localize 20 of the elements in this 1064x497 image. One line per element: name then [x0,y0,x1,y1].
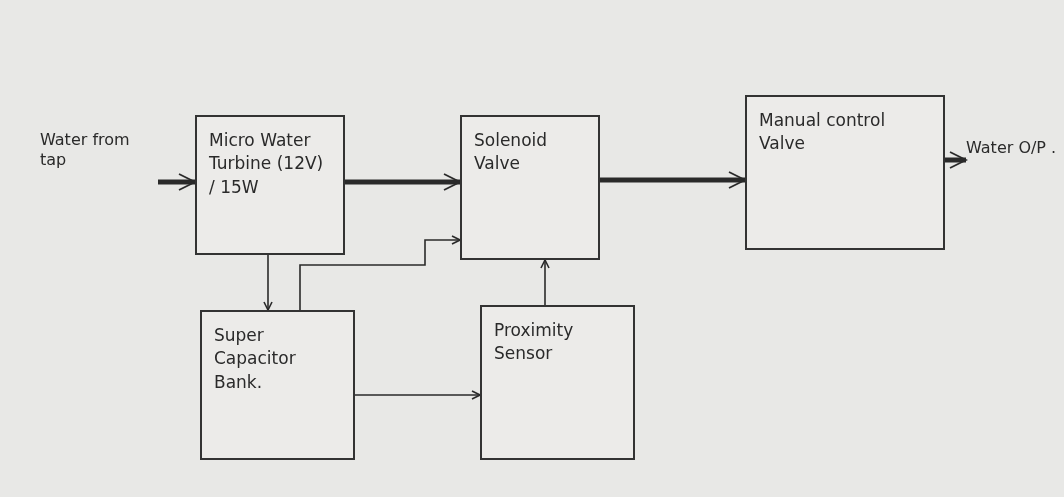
arrow [299,235,461,311]
block-label: Water from tap [40,130,131,170]
arrow [263,254,273,311]
block-label: Solenoid Valve [474,129,549,176]
block-box [745,95,945,250]
arrow [540,259,550,306]
block-label: Water O/P . [966,138,1057,158]
arrow [354,390,481,400]
block-label: Micro Water Turbine (12V) / 15W [209,129,325,199]
flow-arrow [945,151,967,169]
block-label: Proximity Sensor [494,319,575,366]
flow-arrow [600,171,746,189]
block-box [195,115,345,255]
block-box [460,115,600,260]
block-box [200,310,355,460]
block-box [480,305,635,460]
flow-arrow [345,173,461,191]
block-label: Super Capacitor Bank. [214,324,297,394]
flow-arrow [158,173,196,191]
block-label: Manual control Valve [759,109,887,156]
